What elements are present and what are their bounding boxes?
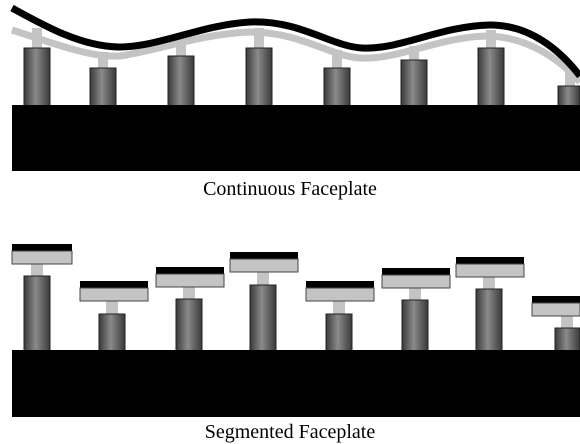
stem [183,287,195,301]
segmented-actuators [23,275,580,352]
actuator [167,55,195,107]
faceplate-segment [11,244,73,265]
actuator [245,47,273,107]
faceplate-segment [229,252,299,273]
actuator [477,47,505,107]
actuator [98,313,126,352]
stem [409,288,421,302]
actuator [89,67,117,107]
actuator [325,313,353,352]
continuous-panel [10,4,580,171]
stem [332,50,342,70]
faceplate-segment [305,281,375,302]
stem [254,28,264,50]
segmented-panel [11,244,580,417]
faceplate-segment [79,281,149,302]
actuator [323,67,351,107]
stem [333,300,345,316]
faceplate-segment [531,296,580,317]
segmented-faceplates [11,244,580,317]
actuator [557,85,580,107]
actuator [401,299,429,352]
stem [409,46,419,62]
stem [31,264,43,278]
faceplate-segment [155,267,225,288]
stem [483,276,495,290]
faceplate-segment [381,268,451,289]
actuator [400,59,428,107]
stem [486,30,496,50]
actuator [249,284,277,352]
stem [106,300,118,316]
actuator [23,275,51,352]
stem [561,315,573,329]
segmented-base [12,350,580,417]
continuous-faceplate-underside [10,26,580,85]
segmented-faceplate-caption: Segmented Faceplate [204,421,376,443]
faceplate-segment [455,257,525,278]
segmented-stems [31,264,573,329]
actuator [175,298,203,352]
continuous-base [12,105,580,171]
continuous-faceplate-caption: Continuous Faceplate [203,178,377,200]
stem [176,42,186,58]
continuous-faceplate [10,4,580,79]
actuator [554,327,580,352]
stem [98,52,108,70]
continuous-actuators [23,47,580,107]
actuator [475,288,503,352]
actuator [23,47,51,107]
stem [257,271,269,287]
